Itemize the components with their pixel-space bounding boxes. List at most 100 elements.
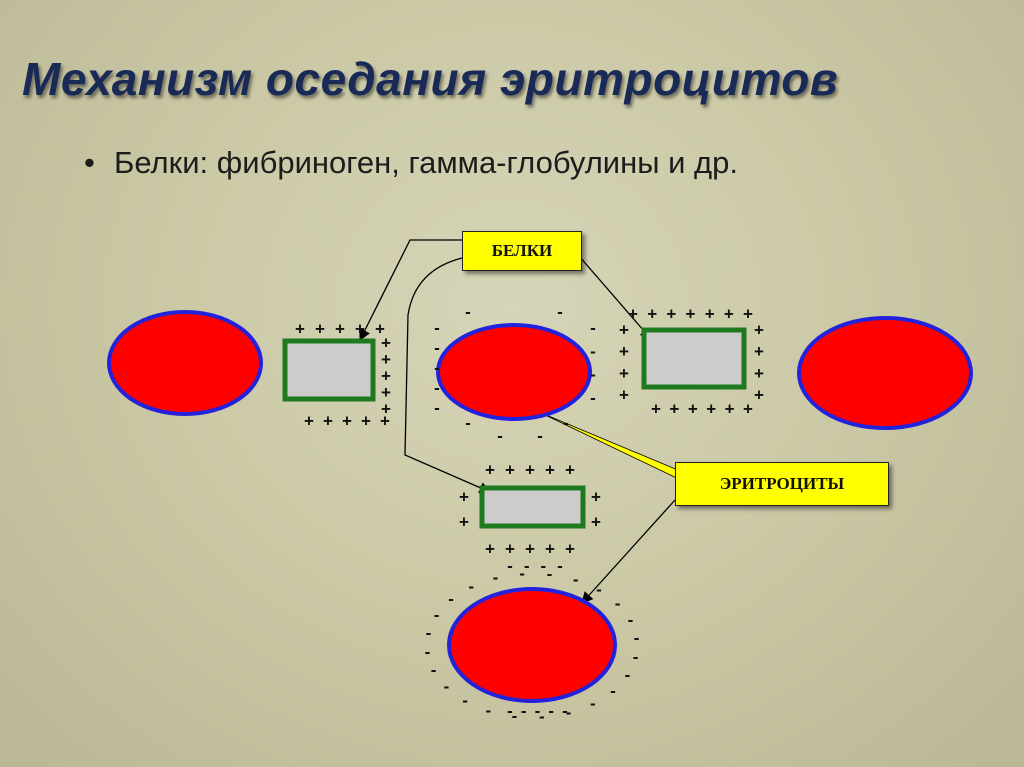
minus-sign: - xyxy=(590,389,596,408)
minus-sign: - xyxy=(521,702,527,721)
minus-sign: - xyxy=(590,319,596,338)
minus-sign: - xyxy=(425,642,431,661)
minus-sign: - xyxy=(493,568,499,587)
plus-sign: + xyxy=(381,367,391,386)
pointer-proteins-to-bottom-protein xyxy=(404,257,492,494)
plus-sign: + xyxy=(459,488,469,507)
minus-sign: - xyxy=(431,661,437,680)
plus-sign: + xyxy=(591,513,601,532)
protein-left xyxy=(282,338,376,402)
pointer-erythrocytes-to-bottom-cell xyxy=(581,499,676,604)
plus-sign: + xyxy=(335,320,345,339)
plus-sign: + xyxy=(380,412,390,431)
plus-sign: + xyxy=(505,461,515,480)
plus-sign: + xyxy=(355,320,365,339)
plus-sign: + xyxy=(525,540,535,559)
proteins-label: БЕЛКИ xyxy=(462,231,582,271)
plus-sign: + xyxy=(666,305,676,324)
pointer-proteins-to-right-protein xyxy=(578,255,652,340)
protein-molecules xyxy=(282,327,747,529)
plus-sign: + xyxy=(485,540,495,559)
plus-sign: + xyxy=(361,412,371,431)
plus-sign: + xyxy=(754,386,764,405)
minus-sign: - xyxy=(566,703,572,722)
plus-sign: + xyxy=(591,488,601,507)
minus-sign: - xyxy=(444,677,450,696)
minus-sign: - xyxy=(434,339,440,358)
plus-sign: + xyxy=(525,461,535,480)
minus-sign: - xyxy=(563,414,569,433)
minus-sign: - xyxy=(485,701,491,720)
minus-sign: - xyxy=(539,707,545,726)
minus-sign: - xyxy=(547,565,553,584)
erythrocyte-center xyxy=(436,323,592,421)
minus-sign: - xyxy=(610,681,616,700)
plus-sign: + xyxy=(669,400,679,419)
minus-sign: - xyxy=(465,414,471,433)
plus-sign: + xyxy=(295,320,305,339)
plus-sign: + xyxy=(323,412,333,431)
minus-sign: - xyxy=(590,365,596,384)
plus-sign: + xyxy=(743,400,753,419)
minus-sign: - xyxy=(557,557,563,576)
minus-sign: - xyxy=(519,564,525,583)
minus-sign: - xyxy=(596,580,602,599)
bullet-marker: • xyxy=(84,145,95,180)
minus-sign: - xyxy=(548,702,554,721)
minus-sign: - xyxy=(497,427,503,446)
plus-sign: + xyxy=(459,513,469,532)
pointer-erythrocytes-to-center-cell xyxy=(538,411,686,483)
minus-sign: - xyxy=(633,648,639,667)
minus-sign: - xyxy=(557,303,563,322)
plus-sign: + xyxy=(628,305,638,324)
minus-sign: - xyxy=(537,427,543,446)
pointer-proteins-to-left-protein xyxy=(359,239,462,342)
erythrocytes xyxy=(107,310,973,703)
minus-sign: - xyxy=(434,399,440,418)
plus-sign: + xyxy=(381,383,391,402)
minus-sign: - xyxy=(507,702,513,721)
plus-sign: + xyxy=(743,305,753,324)
minus-sign: - xyxy=(634,629,640,648)
plus-sign: + xyxy=(619,386,629,405)
plus-sign: + xyxy=(381,350,391,369)
plus-sign: + xyxy=(754,321,764,340)
minus-sign: - xyxy=(573,570,579,589)
plus-sign: + xyxy=(485,461,495,480)
minus-sign: - xyxy=(590,342,596,361)
protein-right xyxy=(641,327,747,390)
charge-symbols: ++++++++++++++++++++++++++++++++++++++++… xyxy=(295,303,764,727)
plus-sign: + xyxy=(754,342,764,361)
plus-sign: + xyxy=(545,461,555,480)
plus-sign: + xyxy=(705,305,715,324)
plus-sign: + xyxy=(706,400,716,419)
plus-sign: + xyxy=(651,400,661,419)
minus-sign: - xyxy=(615,594,621,613)
minus-sign: - xyxy=(535,702,541,721)
plus-sign: + xyxy=(686,305,696,324)
pointer-lines xyxy=(359,239,686,604)
protein-bottom xyxy=(479,485,586,529)
plus-sign: + xyxy=(505,540,515,559)
plus-sign: + xyxy=(647,305,657,324)
minus-sign: - xyxy=(434,319,440,338)
plus-sign: + xyxy=(545,540,555,559)
plus-sign: + xyxy=(725,400,735,419)
minus-sign: - xyxy=(462,691,468,710)
minus-sign: - xyxy=(590,694,596,713)
minus-sign: - xyxy=(465,303,471,322)
bullet-text: Белки: фибриноген, гамма-глобулины и др. xyxy=(114,145,738,180)
minus-sign: - xyxy=(540,557,546,576)
minus-sign: - xyxy=(434,359,440,378)
erythrocyte-bottom xyxy=(447,587,617,703)
bullet-item: • Белки: фибриноген, гамма-глобулины и др… xyxy=(84,145,738,181)
plus-sign: + xyxy=(688,400,698,419)
plus-sign: + xyxy=(619,364,629,383)
minus-sign: - xyxy=(562,702,568,721)
plus-sign: + xyxy=(619,321,629,340)
plus-sign: + xyxy=(315,320,325,339)
plus-sign: + xyxy=(724,305,734,324)
minus-sign: - xyxy=(434,606,440,625)
plus-sign: + xyxy=(565,461,575,480)
